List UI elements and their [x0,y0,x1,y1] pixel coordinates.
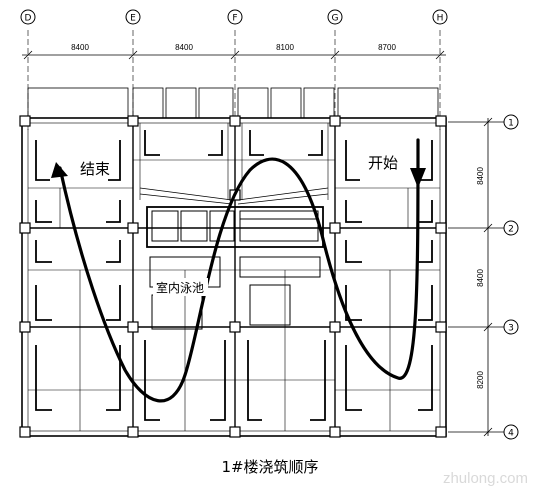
axis-bubble-f: F [227,9,243,25]
top-parapet-cells [27,87,439,119]
axis-label-2: 2 [508,225,514,235]
pour-sequence-curve [58,138,420,403]
wall-corners [35,130,433,421]
axis-bubble-d: D [20,9,36,25]
axis-label-3: 3 [508,324,514,334]
right-axis-bubbles: 1 2 3 4 [503,114,519,440]
axis-label-e: E [130,14,136,24]
axis-bubble-3: 3 [503,319,519,335]
top-axis-bubbles: D E F G H [20,9,448,25]
dim-span-2: 8400 [175,43,193,52]
axis-bubble-h: H [432,9,448,25]
axis-label-1: 1 [508,119,514,129]
axis-bubble-e: E [125,9,141,25]
axis-label-h: H [437,14,444,24]
end-arrow-icon [51,162,68,178]
columns [19,115,447,438]
axis-label-f: F [232,14,237,24]
dim-rspan-2: 8400 [476,269,485,287]
dim-span-1: 8400 [71,43,89,52]
end-label: 结束 [80,160,110,178]
diagram-caption: 1#楼浇筑顺序 [221,458,319,476]
start-arrow-icon [410,168,426,188]
axis-label-d: D [25,14,32,24]
secondary-walls [28,123,440,431]
axis-bubble-2: 2 [503,220,519,236]
dim-span-3: 8100 [276,43,294,52]
pool-label: 室内泳池 [156,280,204,295]
axis-bubble-4: 4 [503,424,519,440]
roof-diagonals [139,187,329,205]
dim-span-4: 8700 [378,43,396,52]
axis-label-4: 4 [508,429,514,439]
top-dimension-line [22,50,446,60]
axis-label-g: G [332,14,339,24]
watermark: zhulong.com [442,470,528,487]
building-plan [19,87,447,438]
dim-rspan-1: 8400 [476,167,485,185]
right-dimension-line [448,117,505,437]
dim-rspan-3: 8200 [476,371,485,389]
axis-bubble-g: G [327,9,343,25]
axis-bubble-1: 1 [503,114,519,130]
start-label: 开始 [368,154,398,172]
